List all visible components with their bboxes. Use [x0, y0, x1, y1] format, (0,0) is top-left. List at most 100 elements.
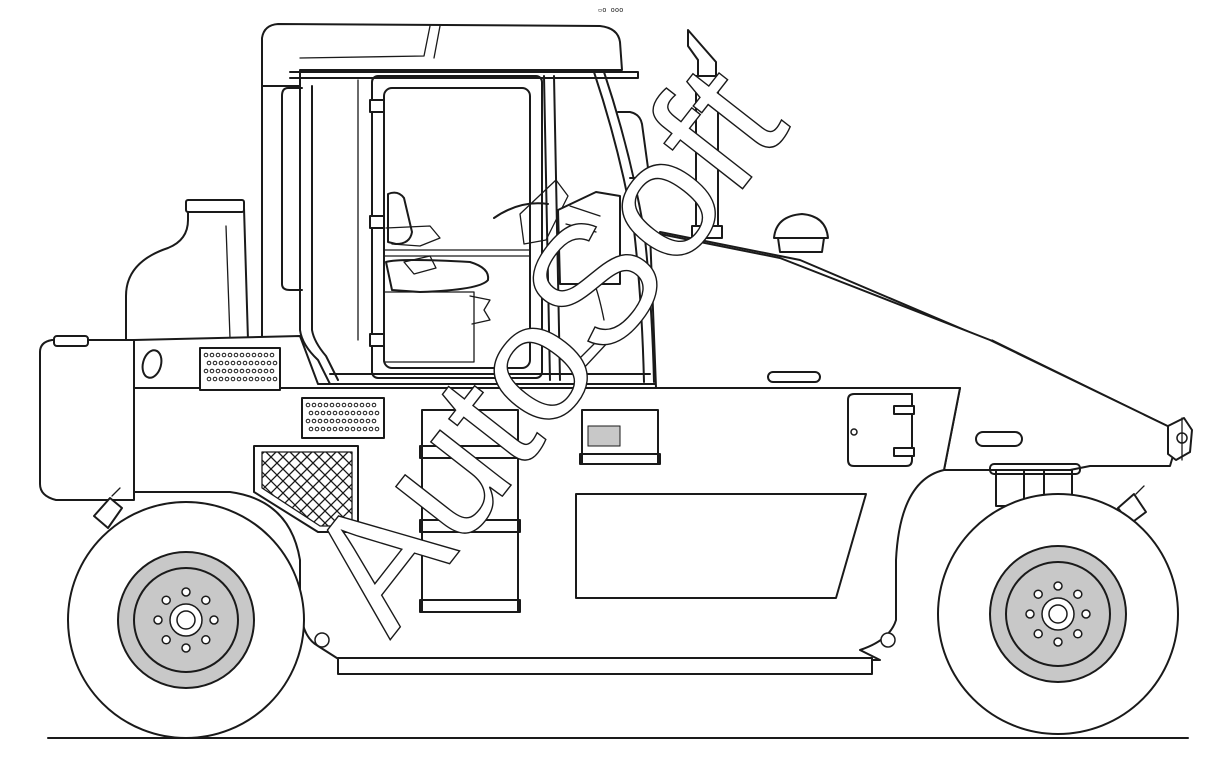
water-tank — [39, 199, 249, 501]
mesh-line — [313, 452, 352, 526]
upper-grille-hole — [254, 360, 260, 366]
seat-back — [387, 191, 413, 245]
lower-grille-hole — [332, 410, 338, 416]
front-wheel-bolt — [1033, 629, 1043, 639]
lower-grille-hole — [317, 418, 323, 424]
front-wheel-bolt — [1033, 589, 1043, 599]
upper-grille-hole — [224, 376, 230, 382]
upper-grille-hole — [272, 376, 278, 382]
lower-grille-hole — [326, 410, 332, 416]
rear-grab-handle — [281, 87, 303, 291]
tank-body — [125, 207, 249, 341]
upper-grille-hole — [257, 352, 263, 358]
upper-grille-hole — [239, 368, 245, 374]
mesh-line — [262, 452, 313, 526]
upper-grille-hole — [263, 352, 269, 358]
upper-grille-hole — [245, 352, 251, 358]
upper-grille-hole — [212, 376, 218, 382]
mesh-line — [297, 452, 352, 526]
roof-rail — [289, 71, 639, 79]
front-pillar-b — [553, 75, 561, 381]
seat-base — [383, 291, 475, 363]
lower-grille-hole — [362, 410, 368, 416]
lower-grille-hole — [332, 426, 338, 432]
lower-grille-hole — [353, 418, 359, 424]
rear-wheel-bolt — [161, 635, 171, 645]
windshield-outer — [593, 71, 645, 383]
armrest — [385, 225, 441, 247]
upper-grille-hole — [218, 360, 224, 366]
upper-grille-hole — [266, 376, 272, 382]
mesh-line — [321, 452, 352, 526]
upper-grille-hole — [242, 360, 248, 366]
lower-grille-hole — [338, 426, 344, 432]
lower-grille-hole — [353, 402, 359, 408]
tank-filler — [53, 335, 89, 347]
upper-grille-hole — [227, 352, 233, 358]
front-wheel-bolt — [1081, 609, 1091, 619]
upper-grille-hole — [203, 352, 209, 358]
bottom-skirt — [337, 657, 873, 675]
windshield-inner — [603, 71, 655, 383]
upper-grille-hole — [218, 376, 224, 382]
lower-grille-hole — [341, 418, 347, 424]
dash-detail — [565, 205, 601, 233]
upper-grille-hole — [239, 352, 245, 358]
upper-grille-hole — [233, 352, 239, 358]
steering-wheel — [493, 202, 549, 219]
front-wheel-bolt — [1053, 581, 1063, 591]
upper-grille-hole — [212, 360, 218, 366]
drum-container — [419, 409, 521, 613]
cab-roof — [261, 23, 623, 341]
lower-grille-hole — [359, 418, 365, 424]
upper-grille-hole — [254, 376, 260, 382]
mesh-line — [262, 452, 317, 526]
upper-grille-hole — [263, 368, 269, 374]
rear-wheel-bolt — [201, 635, 211, 645]
front-wheel-bolt — [1073, 629, 1083, 639]
front-grab-handle — [617, 111, 649, 179]
steering-column — [519, 179, 569, 245]
lower-grille-hole — [356, 426, 362, 432]
lower-grille-hole — [329, 402, 335, 408]
lower-grille-hole — [350, 410, 356, 416]
lower-grille-hole — [311, 402, 317, 408]
upper-grille-hole — [227, 368, 233, 374]
rear-wheel-bolt — [161, 595, 171, 605]
lower-grille-hole — [305, 418, 311, 424]
mesh-line — [289, 452, 352, 526]
lower-grille-hole — [311, 418, 317, 424]
upper-grille-hole — [236, 376, 242, 382]
lower-grille-hole — [344, 410, 350, 416]
upper-grille-hole — [236, 360, 242, 366]
upper-grille-hole — [224, 360, 230, 366]
lower-grille-hole — [308, 410, 314, 416]
upper-grille-hole — [248, 376, 254, 382]
rear-wheel — [67, 501, 305, 739]
hood-cap — [767, 371, 821, 383]
mesh-line — [333, 452, 352, 526]
mesh-line — [262, 452, 277, 526]
tie-point-rear — [314, 632, 330, 648]
tow-hitch — [1167, 417, 1193, 461]
lower-grille-hole — [314, 426, 320, 432]
rear-wheel-bolt — [181, 643, 191, 653]
upper-grille-hole — [260, 376, 266, 382]
door-hinge-mid — [369, 215, 385, 229]
front-wheel-bolt — [1025, 609, 1035, 619]
door-hinge-b — [893, 447, 915, 457]
reference-code: ▫o ooo — [598, 6, 623, 14]
lower-grille-hole — [323, 402, 329, 408]
lower-grille-hole — [365, 418, 371, 424]
mesh-line — [262, 452, 329, 526]
door-hinge-low — [369, 333, 385, 347]
lower-grille-hole — [308, 426, 314, 432]
upper-grille-hole — [260, 360, 266, 366]
lower-grille-hole — [347, 418, 353, 424]
upper-grille-hole — [221, 368, 227, 374]
upper-grille-hole — [245, 368, 251, 374]
front-wheel-bolt — [1053, 637, 1063, 647]
floor-pedal — [573, 333, 611, 371]
upper-grille-hole — [251, 352, 257, 358]
dashboard — [557, 191, 621, 285]
